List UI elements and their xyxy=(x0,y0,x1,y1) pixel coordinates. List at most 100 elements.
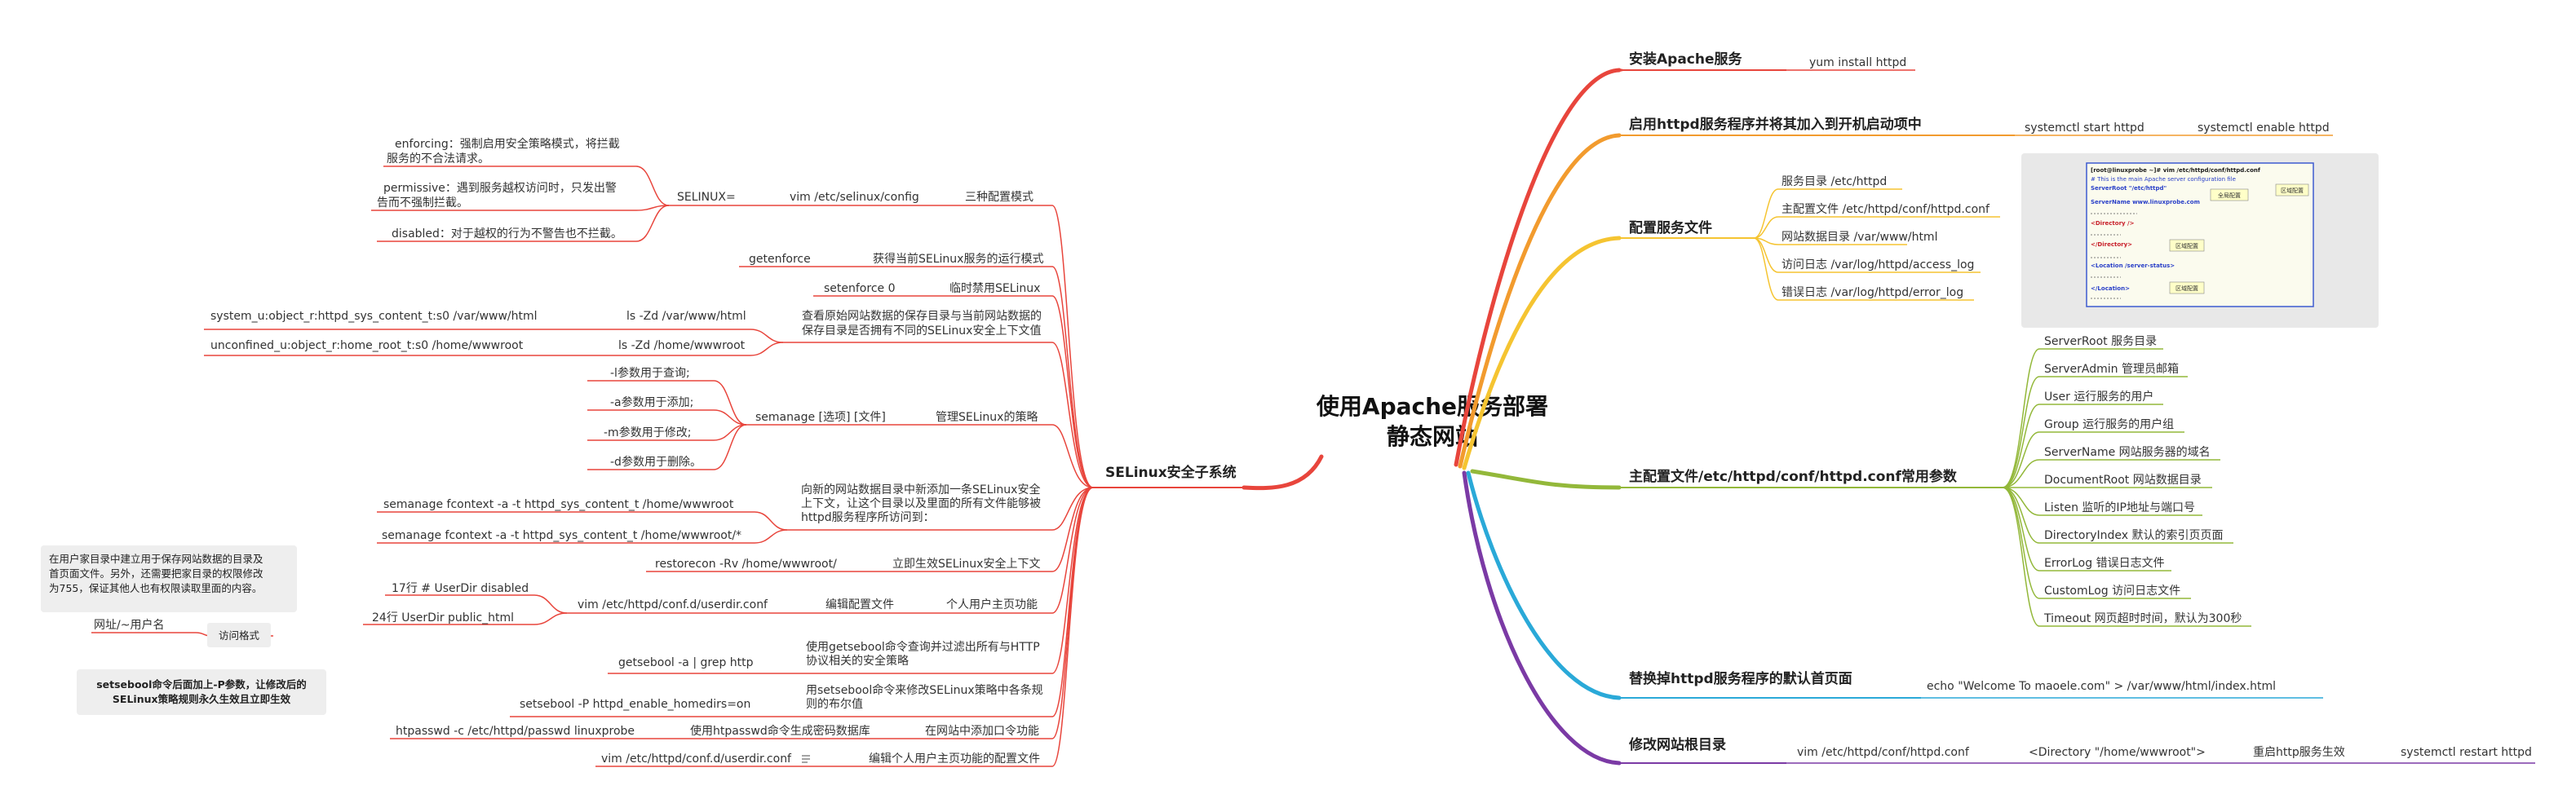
selinux-three-modes: 三种配置模式 xyxy=(965,191,1033,204)
userdir-note-l3: 为755，保证其他人也有权限读取里面的内容。 xyxy=(49,582,262,594)
thumb-line-0: [root@linuxprobe ~]# vim /etc/httpd/conf… xyxy=(2091,167,2261,174)
thumb-tag-region-3: 区域配置 xyxy=(2175,285,2198,292)
root-node[interactable]: 使用Apache服务部署 静态网站 xyxy=(1295,377,1569,465)
docroot-restart-note: 重启http服务生效 xyxy=(2253,746,2345,759)
param-directoryindex: DirectoryIndex 默认的索引页页面 xyxy=(2044,528,2224,542)
branch-main-conf-params[interactable]: 主配置文件/etc/httpd/conf/httpd.conf常用参数 xyxy=(1619,335,2251,626)
restorecon-desc: 立即生效SELinux安全上下文 xyxy=(892,557,1040,571)
config-item-data-dir: 网站数据目录 /var/www/html xyxy=(1782,231,1937,244)
param-documentroot: DocumentRoot 网站数据目录 xyxy=(2044,474,2202,487)
restorecon-cmd: restorecon -Rv /home/wwwroot/ xyxy=(655,558,837,571)
branch-replace-index-title: 替换掉httpd服务程序的默认首页面 xyxy=(1629,670,1852,687)
cmd-systemctl-start: systemctl start httpd xyxy=(2025,121,2144,135)
ls-out-var-www: system_u:object_r:httpd_sys_content_t:s0… xyxy=(210,310,538,323)
htpasswd-sub: 使用htpasswd命令生成密码数据库 xyxy=(690,724,870,738)
docroot-systemctl-restart: systemctl restart httpd xyxy=(2401,746,2532,759)
setenforce-desc: 临时禁用SELinux xyxy=(949,282,1040,295)
param-user: User 运行服务的用户 xyxy=(2044,390,2153,404)
ls-cmd-home-wwwroot: ls -Zd /home/wwwroot xyxy=(618,339,746,352)
getsebool-cmd: getsebool -a | grep http xyxy=(618,656,754,669)
selinux-config-file: vim /etc/selinux/config xyxy=(790,191,919,204)
htpasswd-desc: 在网站中添加口令功能 xyxy=(925,725,1039,738)
param-servername: ServerName 网站服务器的域名 xyxy=(2044,446,2211,459)
config-item-error-log: 错误日志 /var/log/httpd/error_log xyxy=(1782,286,1963,299)
userdir-sub: 编辑配置文件 xyxy=(825,598,894,611)
param-customlog: CustomLog 访问日志文件 xyxy=(2044,585,2180,598)
root-node-box xyxy=(1295,377,1569,465)
setsebool-note: setsebool命令后面加上-P参数，让修改后的 SELinux策略规则永久生… xyxy=(77,669,326,715)
notes-icon[interactable] xyxy=(802,756,810,762)
selinux-key: SELINUX= xyxy=(677,191,736,204)
semanage-opt-m: -m参数用于修改; xyxy=(604,426,691,439)
mode-permissive-l2: 告而不强制拦截。 xyxy=(377,196,468,210)
thumb-tag-region-2: 区域配置 xyxy=(2175,242,2198,249)
param-timeout: Timeout 网页超时时间，默认为300秒 xyxy=(2043,612,2242,625)
setsebool-desc-l1: 用setsebool命令来修改SELinux策略中各条规 xyxy=(806,683,1043,697)
branch-green xyxy=(1472,471,1619,488)
semanage-opt-a: -a参数用于添加; xyxy=(610,395,693,409)
htpasswd-cmd: htpasswd -c /etc/httpd/passwd linuxprobe xyxy=(396,725,635,738)
branch-replace-index[interactable]: 替换掉httpd服务程序的默认首页面 echo "Welcome To maoe… xyxy=(1619,670,2323,698)
userdir2-desc: 编辑个人用户主页功能的配置文件 xyxy=(869,752,1040,766)
fcontext-cmd-2: semanage fcontext -a -t httpd_sys_conten… xyxy=(382,529,741,542)
getenforce-cmd: getenforce xyxy=(749,253,811,266)
ls-cmd-var-www: ls -Zd /var/www/html xyxy=(626,310,746,323)
userdir2-cmd: vim /etc/httpd/conf.d/userdir.conf xyxy=(601,752,792,766)
ls-desc-l1: 查看原始网站数据的保存目录与当前网站数据的 xyxy=(802,309,1042,323)
config-item-main-conf: 主配置文件 /etc/httpd/conf/httpd.conf xyxy=(1782,203,1990,216)
userdir-note-l1: 在用户家目录中建立用于保存网站数据的目录及 xyxy=(49,553,263,565)
thumb-tag-region-1: 区域配置 xyxy=(2281,187,2304,194)
setsebool-note-l1: setsebool命令后面加上-P参数，让修改后的 xyxy=(96,678,307,691)
ls-out-home-wwwroot: unconfined_u:object_r:home_root_t:s0 /ho… xyxy=(210,339,524,352)
cmd-systemctl-enable: systemctl enable httpd xyxy=(2198,121,2330,135)
param-group: Group 运行服务的用户组 xyxy=(2044,417,2174,431)
userdir-format-label: 访问格式 xyxy=(207,623,271,647)
mode-enforcing-l2: 服务的不合法请求。 xyxy=(387,152,489,165)
fcontext-desc-l3: httpd服务程序所访问到： xyxy=(801,511,935,524)
userdir-note: 在用户家目录中建立用于保存网站数据的目录及 首页面文件。另外，还需要把家目录的权… xyxy=(41,545,297,612)
userdir-line17: 17行 # UserDir disabled xyxy=(392,582,529,595)
root-title-line1: 使用Apache服务部署 xyxy=(1316,393,1548,420)
cmd-echo-index: echo "Welcome To maoele.com" > /var/www/… xyxy=(1927,680,2276,693)
branch-change-docroot-title: 修改网站根目录 xyxy=(1628,736,1726,753)
branch-enable-httpd[interactable]: 启用httpd服务程序并将其加入到开机启动项中 systemctl start … xyxy=(1619,116,2333,135)
mode-enforcing-l1: enforcing：强制启用安全策略模式，将拦截 xyxy=(395,137,620,151)
branch-main-conf-params-title: 主配置文件/etc/httpd/conf/httpd.conf常用参数 xyxy=(1629,468,1958,485)
docroot-directory-directive: <Directory "/home/wwwroot"> xyxy=(2029,746,2206,759)
semanage-cmd: semanage [选项] [文件] xyxy=(755,411,886,424)
thumb-line-2: ServerRoot "/etc/httpd" xyxy=(2091,185,2167,192)
getsebool-desc-l1: 使用getsebool命令查询并过滤出所有与HTTP xyxy=(806,640,1040,654)
branch-selinux[interactable]: SELinux安全子系统 xyxy=(41,137,1244,766)
setsebool-cmd: setsebool -P httpd_enable_homedirs=on xyxy=(520,698,750,711)
userdir-file: vim /etc/httpd/conf.d/userdir.conf xyxy=(578,598,768,611)
thumb-line-6: <Location /server-status> xyxy=(2091,263,2175,269)
fcontext-desc-l2: 上下文，让这个目录以及里面的所有文件能够被 xyxy=(801,496,1041,510)
ls-desc-l2: 保存目录是否拥有不同的SELinux安全上下文值 xyxy=(802,324,1041,338)
mode-disabled: disabled：对于越权的行为不警告也不拦截。 xyxy=(392,227,622,241)
branch-change-docroot[interactable]: 修改网站根目录 vim /etc/httpd/conf/httpd.conf <… xyxy=(1619,736,2535,763)
param-errorlog: ErrorLog 错误日志文件 xyxy=(2044,557,2165,570)
fcontext-cmd-1: semanage fcontext -a -t httpd_sys_conten… xyxy=(383,498,734,511)
branch-selinux-title: SELinux安全子系统 xyxy=(1105,464,1237,481)
userdir-desc: 个人用户主页功能 xyxy=(946,598,1038,611)
config-screenshot-thumbnail[interactable]: [root@linuxprobe ~]# vim /etc/httpd/conf… xyxy=(2021,153,2379,328)
param-listen: Listen 监听的IP地址与端口号 xyxy=(2044,501,2195,514)
thumb-line-3: ServerName www.linuxprobe.com xyxy=(2091,199,2200,205)
docroot-vim-httpd-conf: vim /etc/httpd/conf/httpd.conf xyxy=(1797,746,1970,759)
userdir-url-format: 网址/~用户名 xyxy=(94,618,164,632)
branch-enable-httpd-title: 启用httpd服务程序并将其加入到开机启动项中 xyxy=(1629,116,1922,133)
semanage-opt-d: -d参数用于删除。 xyxy=(610,455,702,469)
semanage-desc: 管理SELinux的策略 xyxy=(936,410,1038,424)
setsebool-desc-l2: 则的布尔值 xyxy=(806,698,863,711)
setsebool-note-l2: SELinux策略规则永久生效且立即生效 xyxy=(113,693,291,705)
cmd-yum-install: yum install httpd xyxy=(1809,56,1906,69)
branch-purple xyxy=(1464,473,1619,763)
mode-permissive-l1: permissive：遇到服务越权访问时，只发出警 xyxy=(383,182,617,195)
branch-install-apache[interactable]: 安装Apache服务 yum install httpd xyxy=(1622,51,1915,70)
setenforce-cmd: setenforce 0 xyxy=(824,282,896,295)
branch-config-files[interactable]: 配置服务文件 服务目录 /etc/httpd 主配置文件 /etc/httpd/… xyxy=(1619,175,2000,300)
thumb-line-5: </Directory> xyxy=(2091,241,2132,248)
semanage-opt-l: -l参数用于查询; xyxy=(610,366,690,380)
thumb-line-1: # This is the main Apache server configu… xyxy=(2091,176,2236,183)
